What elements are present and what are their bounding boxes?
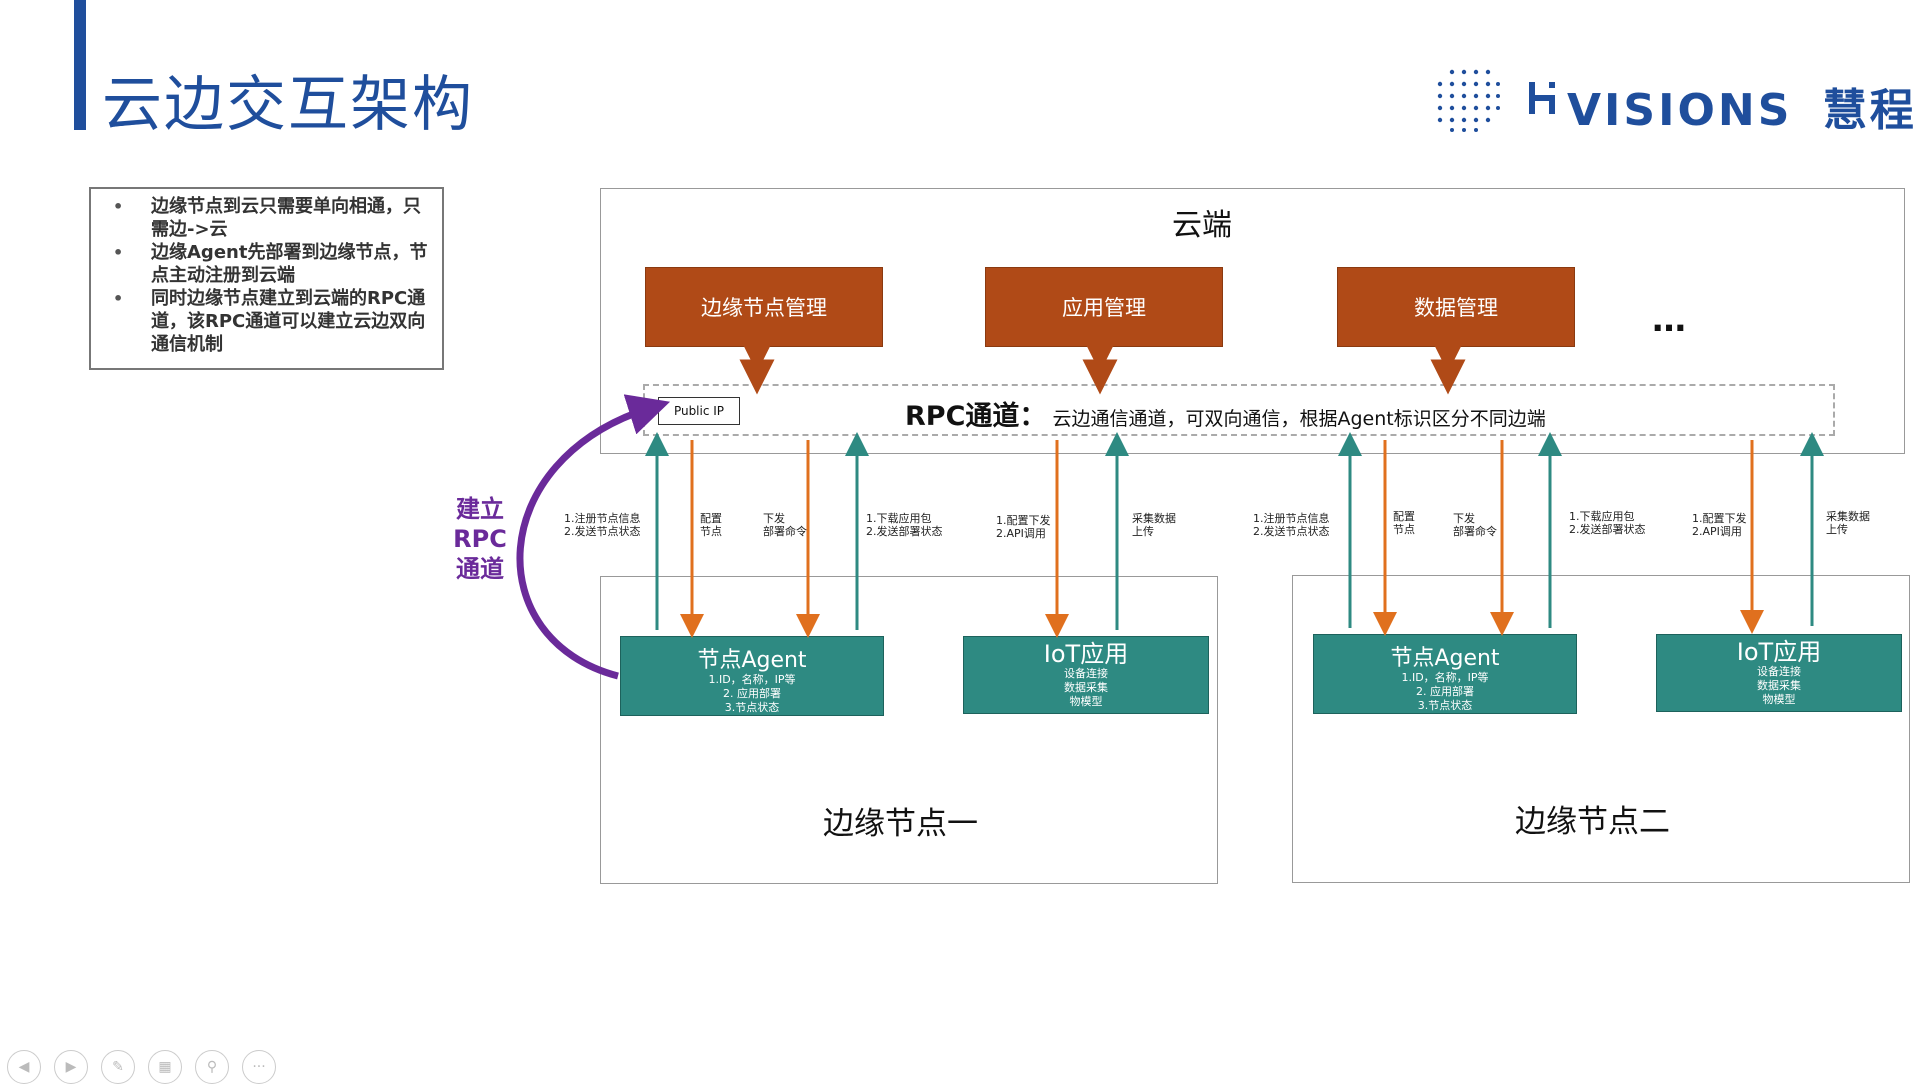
iot-line: 设备连接 [1064,667,1108,680]
logo-visions: VISIONS [1567,85,1793,136]
build-rpc-arc [516,394,671,680]
label-line: 1.注册节点信息 [564,512,641,525]
iot-line: 物模型 [1762,693,1796,706]
rpc-name: RPC通道 [905,401,1020,432]
agent-line: 3.节点状态 [724,701,780,714]
label-line: 2.API调用 [996,527,1046,540]
label-line: 部署命令 [763,525,807,538]
label-upload-2: 采集数据 上传 [1826,510,1870,536]
agent-line: 2. 应用部署 [1416,685,1474,698]
label-line: 2.发送节点状态 [564,525,641,538]
iot-title: IoT应用 [1043,640,1129,668]
label-config-node-1: 配置 节点 [700,512,722,538]
note-item: 边缘节点到云只需要单向相通，只需边->云 [99,195,434,241]
label-line: 配置 [1393,510,1415,523]
note-item: 边缘Agent先部署到边缘节点，节点主动注册到云端 [99,241,434,287]
cloud-label: 云端 [1172,208,1232,243]
note-item: 同时边缘节点建立到云端的RPC通道，该RPC通道可以建立云边双向通信机制 [99,287,434,356]
label-register-1: 1.注册节点信息 2.发送节点状态 [564,512,641,538]
edge-node-2-label: 边缘节点二 [1515,804,1670,840]
agent-line: 3.节点状态 [1417,699,1473,712]
label-line: 2.发送部署状态 [1569,523,1646,536]
agent-line: 1.ID，名称，IP等 [1401,671,1489,684]
label-line: 上传 [1826,523,1848,536]
rpc-colon: ： [1019,401,1047,432]
label-upload-1: 采集数据 上传 [1132,512,1176,538]
edge-node-2-agent: 节点Agent 1.ID，名称，IP等 2. 应用部署 3.节点状态 [1313,634,1577,714]
iot-line: 数据采集 [1064,681,1108,694]
label-line: 2.API调用 [1692,525,1742,538]
logo-text: VISIONS 慧程 [1567,74,1917,138]
label-line: 部署命令 [1453,525,1497,538]
agent-title: 节点Agent [697,648,807,673]
logo-hi-icon [1529,82,1555,114]
iot-line: 物模型 [1069,695,1103,708]
label-deploy-cmd-2: 下发 部署命令 [1453,512,1497,538]
label-line: 配置 [700,512,722,525]
label-line: 2.发送部署状态 [866,525,943,538]
label-line: 采集数据 [1132,512,1176,525]
build-rpc-label: 建立 RPC 通道 [440,494,520,584]
label-line: 下发 [763,512,785,525]
label-register-2: 1.注册节点信息 2.发送节点状态 [1253,512,1330,538]
rpc-label: RPC通道： 云边通信通道，可双向通信，根据Agent标识区分不同边端 [905,394,1546,433]
edge-node-2-iot: IoT应用 设备连接 数据采集 物模型 [1656,634,1902,712]
build-line: 通道 [456,555,504,583]
label-line: 1.注册节点信息 [1253,512,1330,525]
label-line: 节点 [700,525,722,538]
zoom-icon[interactable]: ⚲ [195,1050,229,1084]
build-line: 建立 [456,495,504,523]
label-line: 1.下载应用包 [1569,510,1635,523]
label-line: 1.配置下发 [996,514,1051,527]
slides-icon[interactable]: ▦ [148,1050,182,1084]
more-icon[interactable]: ··· [242,1050,276,1084]
label-line: 2.发送节点状态 [1253,525,1330,538]
iot-line: 设备连接 [1757,665,1801,678]
module-data-mgmt: 数据管理 [1337,267,1575,347]
agent-line: 1.ID，名称，IP等 [708,673,796,686]
module-app-mgmt: 应用管理 [985,267,1223,347]
pen-icon[interactable]: ✎ [101,1050,135,1084]
label-config-node-2: 配置 节点 [1393,510,1415,536]
label-deploy-cmd-1: 下发 部署命令 [763,512,807,538]
label-download-1: 1.下载应用包 2.发送部署状态 [866,512,943,538]
label-config-api-2: 1.配置下发 2.API调用 [1692,512,1747,538]
label-line: 下发 [1453,512,1475,525]
edge-node-1-agent: 节点Agent 1.ID，名称，IP等 2. 应用部署 3.节点状态 [620,636,884,716]
logo-brand: 慧程 [1822,85,1917,136]
edge-node-1-label: 边缘节点一 [823,806,978,842]
notes-box: 边缘节点到云只需要单向相通，只需边->云 边缘Agent先部署到边缘节点，节点主… [89,187,444,370]
edge-node-1-iot: IoT应用 设备连接 数据采集 物模型 [963,636,1209,714]
label-config-api-1: 1.配置下发 2.API调用 [996,514,1051,540]
build-line: RPC [453,525,507,553]
more-modules: … [1652,300,1689,340]
label-line: 1.配置下发 [1692,512,1747,525]
rpc-desc: 云边通信通道，可双向通信，根据Agent标识区分不同边端 [1052,408,1546,430]
label-download-2: 1.下载应用包 2.发送部署状态 [1569,510,1646,536]
agent-line: 2. 应用部署 [723,687,781,700]
iot-line: 数据采集 [1757,679,1801,692]
label-line: 节点 [1393,523,1415,536]
page-title: 云边交互架构 [102,70,474,140]
iot-title: IoT应用 [1736,638,1822,666]
public-ip-box: Public IP [658,397,740,425]
agent-title: 节点Agent [1390,646,1500,671]
next-icon[interactable]: ▶ [54,1050,88,1084]
module-edge-node-mgmt: 边缘节点管理 [645,267,883,347]
label-line: 上传 [1132,525,1154,538]
label-line: 1.下载应用包 [866,512,932,525]
logo-dots-icon [1437,69,1500,132]
label-line: 采集数据 [1826,510,1870,523]
prev-icon[interactable]: ◀ [7,1050,41,1084]
title-accent-bar [74,0,86,130]
